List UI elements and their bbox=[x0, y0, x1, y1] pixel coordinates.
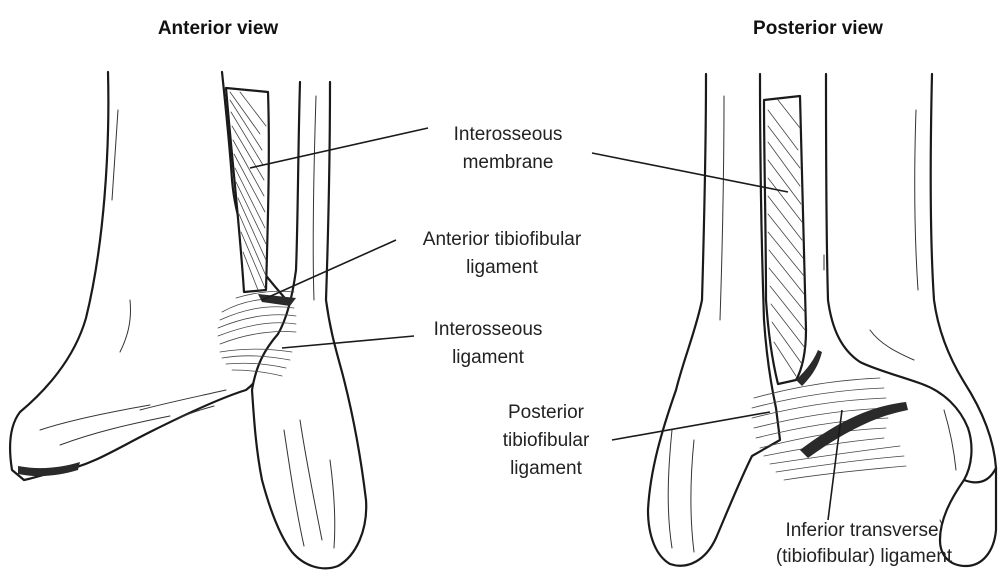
anterior-view-title: Anterior view bbox=[158, 18, 279, 39]
leader-inferior-transverse-ligament bbox=[828, 410, 842, 520]
label-anterior-tibiofibular-ligament: Anterior tibiofibular ligament bbox=[423, 229, 582, 278]
anterior-view-illustration bbox=[10, 72, 366, 568]
label-inferior-transverse-line1: Inferior transverse bbox=[785, 520, 938, 541]
label-posterior-tibiofibular-line3: ligament bbox=[510, 458, 583, 479]
label-interosseous-membrane: Interosseous membrane bbox=[454, 124, 563, 173]
leader-interosseous-membrane-anterior bbox=[250, 128, 428, 168]
label-inferior-transverse-line2: (tibiofibular) ligament bbox=[776, 546, 953, 567]
label-posterior-tibiofibular-line1: Posterior bbox=[508, 402, 585, 423]
posterior-view-illustration bbox=[648, 74, 996, 566]
posterior-fibula bbox=[648, 74, 780, 566]
label-anterior-tibiofibular-line2: ligament bbox=[466, 257, 539, 278]
posterior-view-title: Posterior view bbox=[753, 18, 883, 39]
label-interosseous-ligament-line1: Interosseous bbox=[434, 319, 543, 340]
label-interosseous-membrane-line1: Interosseous bbox=[454, 124, 563, 145]
label-interosseous-ligament: Interosseous ligament bbox=[434, 319, 543, 368]
leader-anterior-tibiofibular-ligament bbox=[262, 240, 396, 300]
label-posterior-tibiofibular-line2: tibiofibular bbox=[503, 430, 590, 451]
label-inferior-transverse-ligament: Inferior transverse (tibiofibular) ligam… bbox=[776, 520, 953, 567]
label-interosseous-ligament-line2: ligament bbox=[452, 347, 525, 368]
label-interosseous-membrane-line2: membrane bbox=[463, 152, 554, 173]
label-anterior-tibiofibular-line1: Anterior tibiofibular bbox=[423, 229, 582, 250]
label-posterior-tibiofibular-ligament: Posterior tibiofibular ligament bbox=[503, 402, 590, 479]
